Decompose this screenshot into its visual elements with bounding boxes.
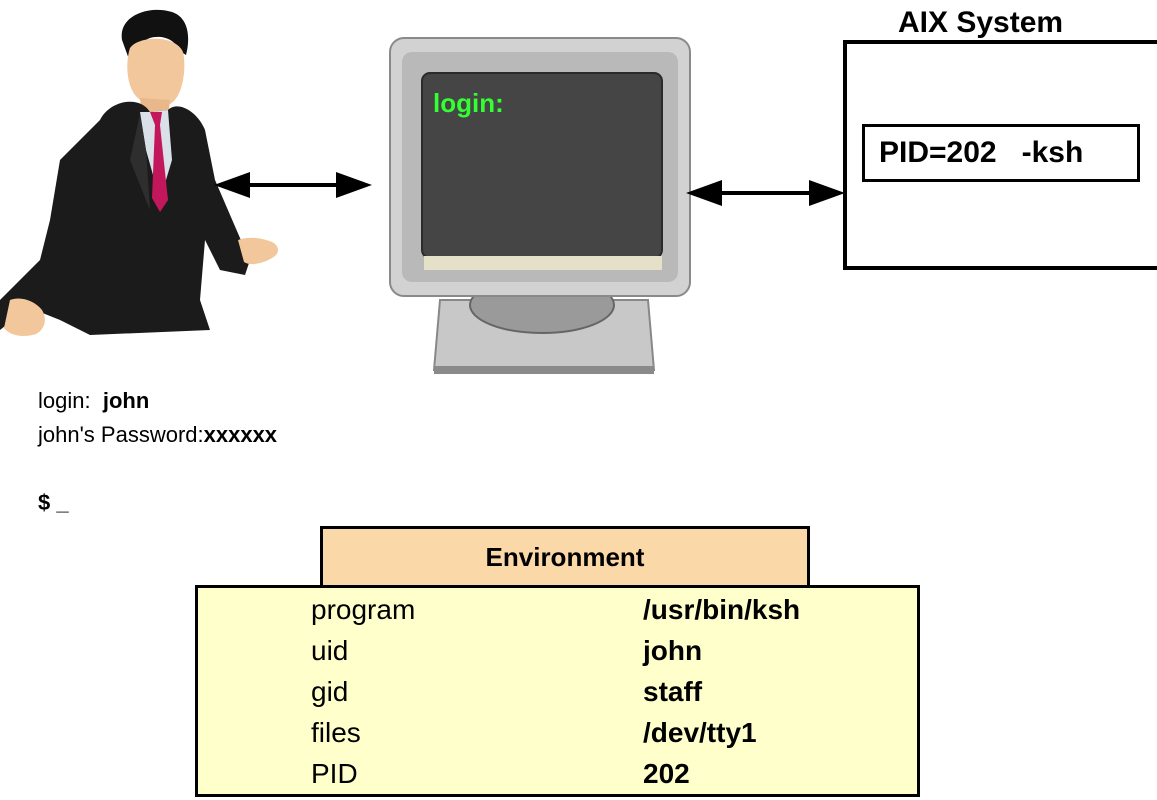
- env-key: gid: [311, 676, 349, 707]
- env-key: uid: [311, 635, 349, 666]
- env-value: /dev/tty1: [643, 717, 757, 748]
- aix-system-title: AIX System: [898, 6, 1064, 39]
- login-label: login:: [38, 388, 91, 413]
- table-row: program /usr/bin/ksh: [198, 594, 917, 634]
- env-key: files: [311, 717, 361, 748]
- terminal-screen-prompt: login:: [433, 88, 504, 118]
- env-value: /usr/bin/ksh: [643, 594, 801, 625]
- process-name: -ksh: [1021, 136, 1084, 169]
- table-row: gid staff: [198, 676, 917, 716]
- console-password-line: john's Password:xxxxxx: [38, 422, 277, 448]
- login-value: john: [102, 388, 150, 413]
- password-value: xxxxxx: [203, 422, 278, 447]
- table-row: PID 202: [198, 758, 917, 798]
- environment-table: program /usr/bin/ksh uid john gid staff …: [195, 585, 920, 797]
- shell-prompt: $ _: [38, 490, 69, 515]
- env-value: 202: [643, 758, 690, 789]
- password-label: john's Password:: [38, 422, 204, 447]
- computer-terminal-icon: [389, 37, 691, 374]
- table-row: files /dev/tty1: [198, 717, 917, 757]
- process-pid: PID=202: [879, 136, 997, 169]
- env-key: PID: [311, 758, 358, 789]
- console-login-line: login: john: [38, 388, 149, 414]
- process-box: PID=202 -ksh: [862, 124, 1140, 182]
- environment-title: Environment: [320, 526, 810, 586]
- env-value: john: [643, 635, 703, 666]
- aix-system-box: [843, 40, 1157, 270]
- double-arrow-icon: [214, 172, 372, 198]
- env-key: program: [311, 594, 416, 625]
- user-figure-icon: [0, 9, 278, 336]
- env-value: staff: [643, 676, 703, 707]
- double-arrow-icon: [686, 180, 845, 206]
- table-row: uid john: [198, 635, 917, 675]
